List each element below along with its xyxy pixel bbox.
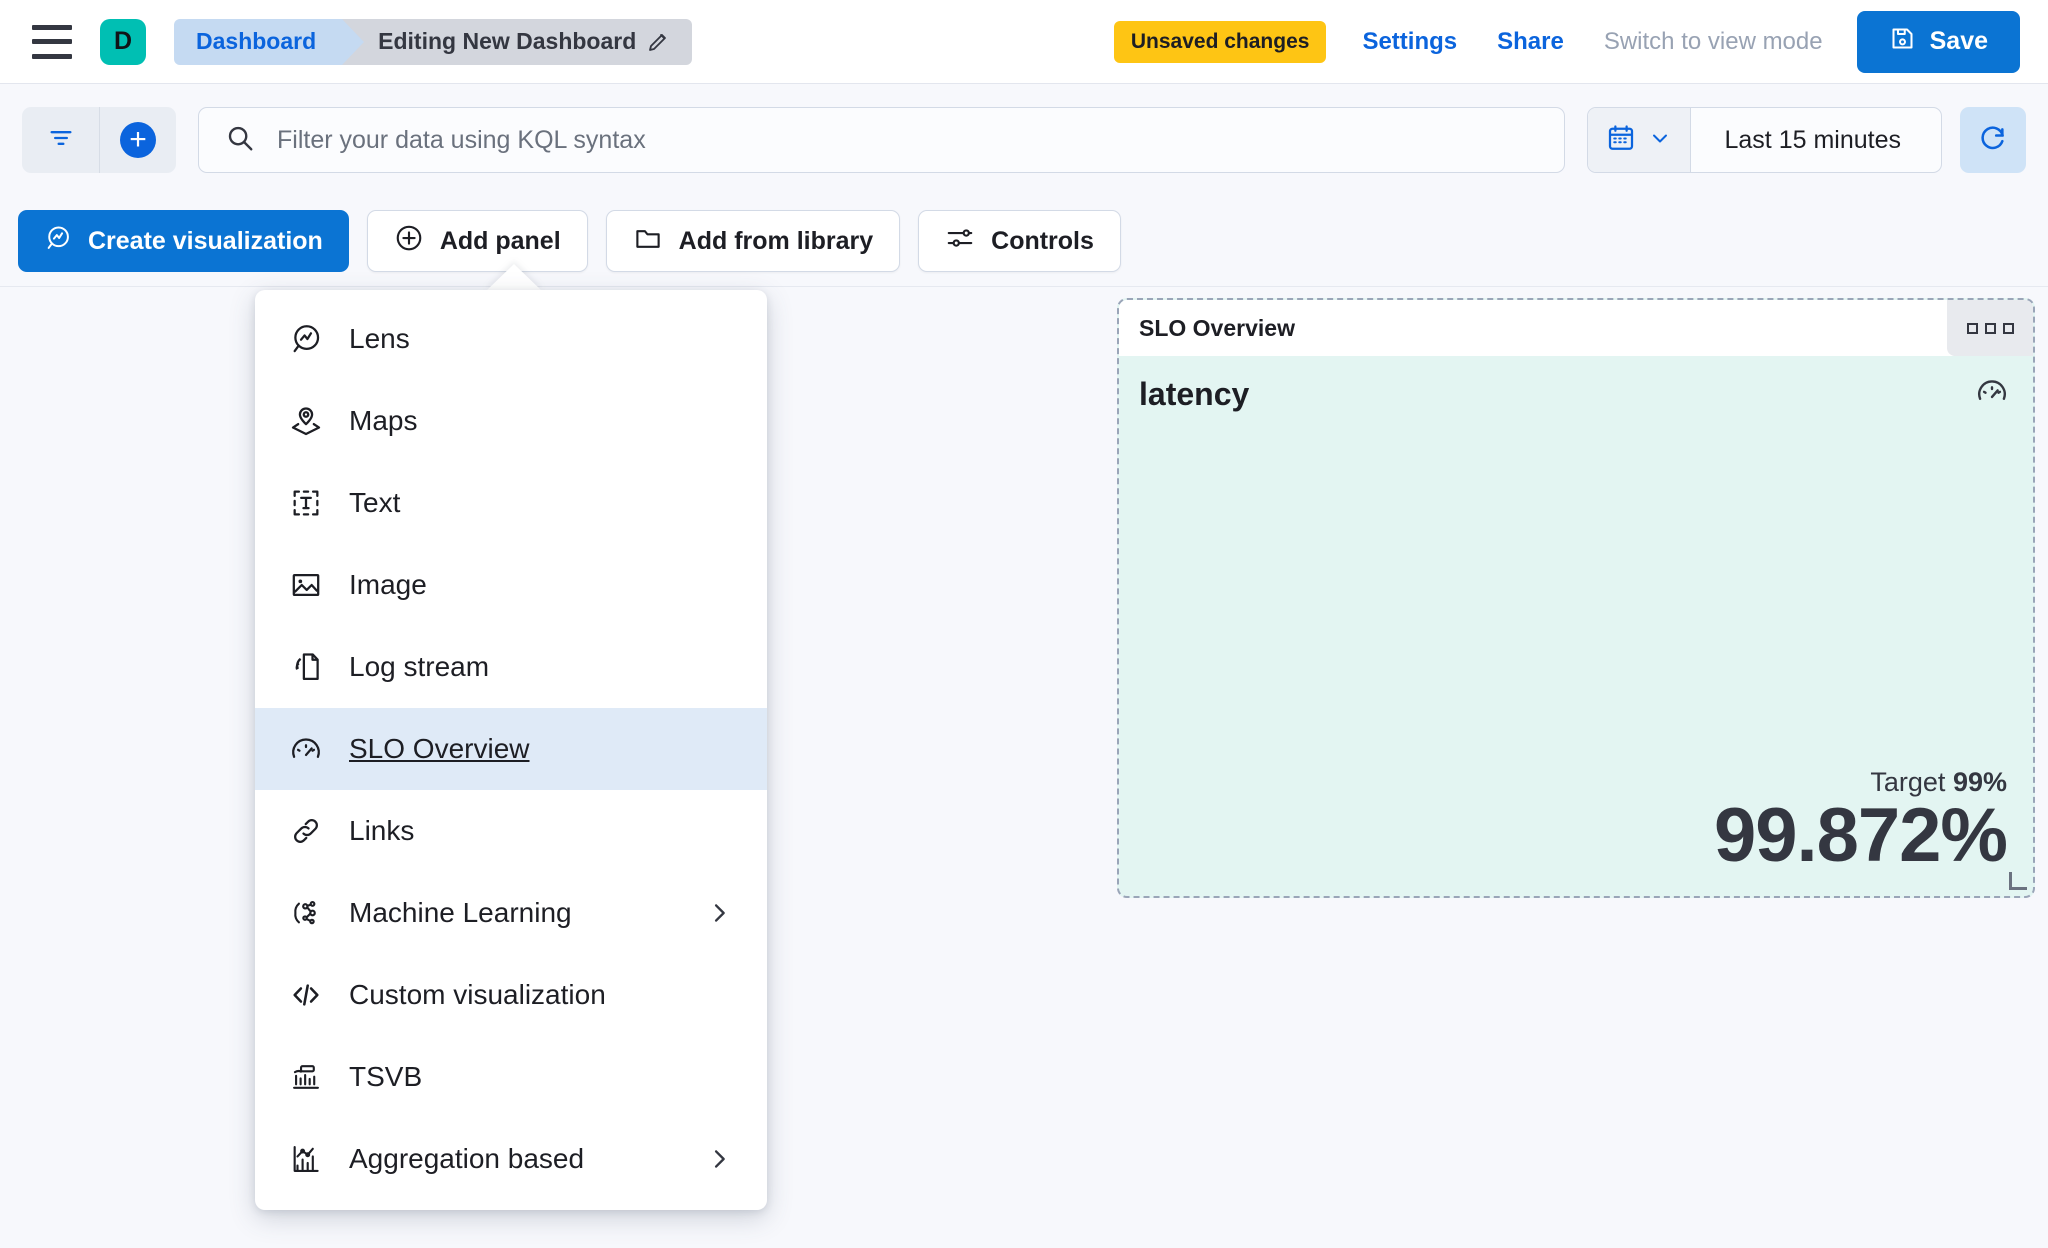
chevron-right-icon bbox=[705, 899, 733, 927]
panel-header: SLO Overview bbox=[1119, 300, 2033, 356]
filter-icon bbox=[47, 124, 75, 157]
menu-item-links[interactable]: Links bbox=[255, 790, 767, 872]
menu-item-lens[interactable]: Lens bbox=[255, 298, 767, 380]
slo-target-value: 99% bbox=[1952, 767, 2007, 797]
menu-item-image[interactable]: Image bbox=[255, 544, 767, 626]
search-icon bbox=[225, 123, 255, 158]
image-icon bbox=[289, 568, 323, 602]
gauge-icon bbox=[289, 732, 323, 766]
plus-circle-outline-icon bbox=[394, 223, 424, 260]
menu-item-label: Aggregation based bbox=[349, 1143, 585, 1174]
add-panel-button[interactable]: Add panel bbox=[366, 210, 588, 272]
slo-sli-value: 99.872% bbox=[1713, 793, 2008, 878]
panel-title: SLO Overview bbox=[1139, 314, 1295, 341]
calendar-icon bbox=[1606, 123, 1636, 158]
share-link[interactable]: Share bbox=[1497, 27, 1564, 55]
hamburger-menu-icon[interactable] bbox=[32, 24, 72, 59]
menu-item-label: Log stream bbox=[349, 651, 490, 682]
log-stream-icon bbox=[289, 650, 323, 684]
breadcrumb: Dashboard Editing New Dashboard bbox=[174, 18, 693, 65]
breadcrumb-current[interactable]: Editing New Dashboard bbox=[342, 18, 693, 65]
plus-circle-icon: + bbox=[120, 122, 156, 158]
save-button[interactable]: Save bbox=[1856, 10, 2020, 73]
filter-controls: + bbox=[22, 107, 176, 173]
filter-options-button[interactable] bbox=[22, 107, 99, 173]
menu-item-slo-overview[interactable]: SLO Overview bbox=[255, 708, 767, 790]
folder-icon bbox=[633, 223, 663, 260]
map-pin-layers-icon bbox=[289, 404, 323, 438]
controls-button[interactable]: Controls bbox=[918, 210, 1121, 272]
panel-context-menu-icon[interactable] bbox=[1947, 300, 2033, 356]
save-disk-icon bbox=[1889, 25, 1916, 59]
text-box-icon bbox=[289, 486, 323, 520]
menu-item-log-stream[interactable]: Log stream bbox=[255, 626, 767, 708]
breadcrumb-dashboard-label: Dashboard bbox=[196, 28, 317, 54]
code-icon bbox=[289, 978, 323, 1012]
time-range-button[interactable]: Last 15 minutes bbox=[1724, 125, 1902, 154]
date-picker: Last 15 minutes bbox=[1586, 107, 1942, 173]
dashboard-toolbar: Create visualization Add panel Add from … bbox=[0, 196, 2048, 286]
menu-item-label: TSVB bbox=[349, 1061, 423, 1092]
gauge-icon bbox=[1975, 374, 2009, 413]
link-icon bbox=[289, 814, 323, 848]
menu-item-label: Text bbox=[349, 487, 401, 518]
menu-item-machine-learning[interactable]: Machine Learning bbox=[255, 872, 767, 954]
resize-handle-icon[interactable] bbox=[2009, 872, 2027, 890]
query-bar: + Filter your data using KQL syntax bbox=[0, 84, 2048, 196]
controls-label: Controls bbox=[991, 226, 1094, 255]
search-input[interactable]: Filter your data using KQL syntax bbox=[198, 107, 1565, 173]
add-from-library-button[interactable]: Add from library bbox=[605, 210, 901, 272]
slo-overview-panel[interactable]: SLO Overview latency Target 99% 99.872% bbox=[1117, 298, 2035, 898]
settings-link[interactable]: Settings bbox=[1362, 27, 1458, 55]
menu-item-label: Machine Learning bbox=[349, 897, 572, 928]
top-header: D Dashboard Editing New Dashboard Unsave… bbox=[0, 0, 2048, 84]
menu-item-aggregation-based[interactable]: Aggregation based bbox=[255, 1118, 767, 1200]
menu-item-tsvb[interactable]: TSVB bbox=[255, 1036, 767, 1118]
slo-target: Target 99% bbox=[1139, 767, 2007, 798]
tsvb-bars-icon bbox=[289, 1060, 323, 1094]
add-from-library-label: Add from library bbox=[678, 226, 874, 255]
menu-item-label: Lens bbox=[349, 323, 410, 354]
slo-name: latency bbox=[1139, 376, 1250, 412]
menu-item-custom-visualization[interactable]: Custom visualization bbox=[255, 954, 767, 1036]
add-panel-label: Add panel bbox=[439, 226, 561, 255]
breadcrumb-dashboard[interactable]: Dashboard bbox=[174, 18, 365, 65]
save-button-label: Save bbox=[1929, 27, 1988, 55]
agg-chart-icon bbox=[289, 1142, 323, 1176]
menu-item-label: Maps bbox=[349, 405, 418, 436]
pencil-icon[interactable] bbox=[646, 30, 670, 54]
menu-item-maps[interactable]: Maps bbox=[255, 380, 767, 462]
menu-pointer-arrow bbox=[486, 264, 542, 291]
sliders-icon bbox=[945, 223, 975, 260]
date-quick-select-button[interactable] bbox=[1587, 108, 1691, 172]
create-visualization-button[interactable]: Create visualization bbox=[18, 210, 349, 272]
chevron-right-icon bbox=[705, 1145, 733, 1173]
avatar[interactable]: D bbox=[100, 18, 146, 65]
slo-target-label: Target bbox=[1870, 767, 1946, 797]
lens-icon bbox=[44, 224, 72, 259]
breadcrumb-current-label: Editing New Dashboard bbox=[378, 28, 637, 54]
slo-values: Target 99% 99.872% bbox=[1139, 767, 2008, 878]
avatar-letter: D bbox=[113, 27, 133, 55]
create-visualization-label: Create visualization bbox=[88, 226, 323, 255]
unsaved-changes-badge[interactable]: Unsaved changes bbox=[1113, 20, 1327, 63]
header-actions: Unsaved changes Settings Share Switch to… bbox=[1113, 10, 2020, 73]
search-input-placeholder: Filter your data using KQL syntax bbox=[277, 125, 646, 154]
lens-icon bbox=[289, 322, 323, 356]
panel-body: latency Target 99% 99.872% bbox=[1119, 356, 2033, 896]
refresh-button[interactable] bbox=[1960, 107, 2026, 173]
menu-item-label: Custom visualization bbox=[349, 979, 606, 1010]
add-filter-button[interactable]: + bbox=[99, 107, 176, 173]
ml-nodes-icon bbox=[289, 896, 323, 930]
chevron-down-icon bbox=[1648, 126, 1672, 155]
menu-item-label: Links bbox=[349, 815, 415, 846]
refresh-icon bbox=[1977, 122, 2009, 159]
menu-item-label: Image bbox=[349, 569, 427, 600]
menu-item-label: SLO Overview bbox=[349, 733, 530, 764]
switch-to-view-mode-link[interactable]: Switch to view mode bbox=[1603, 27, 1823, 55]
menu-item-text[interactable]: Text bbox=[255, 462, 767, 544]
